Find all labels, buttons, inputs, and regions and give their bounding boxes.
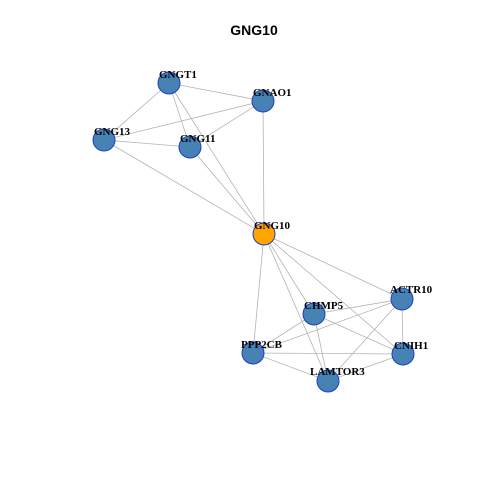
edge-chmp5-cnih1 <box>313 313 404 355</box>
node-circle-gnao1 <box>251 89 275 113</box>
edge-cnih1-lamtor3 <box>327 353 404 382</box>
edge-gngt1-gng10 <box>168 82 265 235</box>
diagram-title: GNG10 <box>230 22 278 38</box>
node-circle-cnih1 <box>391 342 415 366</box>
node-label-gng10: GNG10 <box>254 220 291 232</box>
node-label-cnih1: CNIH1 <box>394 340 428 352</box>
node-circle-chmp5 <box>302 302 326 326</box>
node-label-gnao1: GNAO1 <box>253 87 292 99</box>
edge-gng10-lamtor3 <box>263 233 329 382</box>
node-label-gng11: GNG11 <box>180 133 215 145</box>
node-cnih1: CNIH1 <box>391 340 428 366</box>
edge-gng10-ppp2cb <box>252 233 265 354</box>
edge-gng10-cnih1 <box>263 233 404 355</box>
node-gng11: GNG11 <box>178 133 215 159</box>
edge-gnao1-gng11 <box>189 100 264 148</box>
node-circle-actr10 <box>390 287 414 311</box>
edge-gngt1-gng13 <box>103 82 170 141</box>
node-chmp5: CHMP5 <box>302 300 344 326</box>
node-label-gng13: GNG13 <box>94 126 131 138</box>
edge-gngt1-gnao1 <box>168 82 264 102</box>
node-label-chmp5: CHMP5 <box>304 300 344 312</box>
node-label-ppp2cb: PPP2CB <box>241 339 283 351</box>
edge-gng11-gng10 <box>189 146 265 235</box>
edge-gng13-gng11 <box>103 139 191 148</box>
node-label-lamtor3: LAMTOR3 <box>310 366 365 378</box>
edge-actr10-chmp5 <box>313 298 403 315</box>
edge-gng13-gng10 <box>103 139 265 235</box>
node-label-actr10: ACTR10 <box>390 284 433 296</box>
edge-ppp2cb-lamtor3 <box>252 352 329 382</box>
edge-actr10-lamtor3 <box>327 298 403 382</box>
node-gnao1: GNAO1 <box>251 87 292 113</box>
node-circle-gngt1 <box>157 71 181 95</box>
edge-actr10-ppp2cb <box>252 298 403 354</box>
edge-gng10-chmp5 <box>263 233 315 315</box>
node-gngt1: GNGT1 <box>157 69 197 95</box>
node-label-gngt1: GNGT1 <box>159 69 197 81</box>
node-circle-gng13 <box>92 128 116 152</box>
node-gng13: GNG13 <box>92 126 131 152</box>
node-lamtor3: LAMTOR3 <box>310 366 365 393</box>
node-circle-gng11 <box>178 135 202 159</box>
node-circle-gng10 <box>252 222 276 246</box>
node-actr10: ACTR10 <box>390 284 433 311</box>
edge-gnao1-gng10 <box>262 100 265 235</box>
node-circle-lamtor3 <box>316 369 340 393</box>
edge-ppp2cb-cnih1 <box>252 352 404 355</box>
node-ppp2cb: PPP2CB <box>241 339 283 365</box>
edge-chmp5-ppp2cb <box>252 313 315 354</box>
edges-layer <box>103 82 404 382</box>
edge-gnao1-gng13 <box>103 100 264 141</box>
node-circle-ppp2cb <box>241 341 265 365</box>
edge-gng10-actr10 <box>263 233 403 300</box>
node-gng10: GNG10 <box>252 220 291 246</box>
nodes-layer: GNGT1GNAO1GNG13GNG11GNG10ACTR10CHMP5PPP2… <box>92 69 433 393</box>
